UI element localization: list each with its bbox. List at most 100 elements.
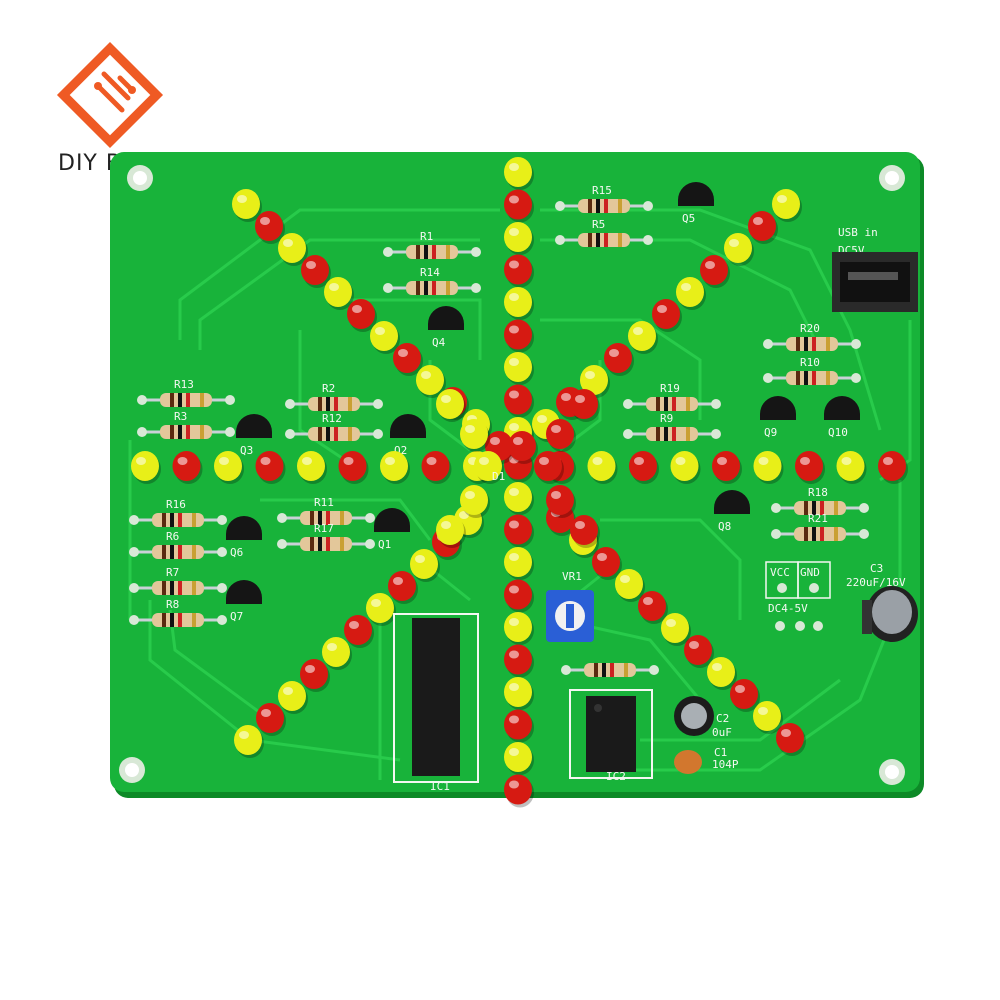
led — [504, 644, 534, 678]
resistor: R14 — [383, 266, 481, 295]
led — [772, 189, 802, 222]
resistor: R9 — [623, 412, 721, 441]
resistor-label: R13 — [174, 378, 194, 391]
led — [393, 343, 423, 376]
header-pins — [765, 561, 831, 631]
usb-connector — [832, 252, 918, 312]
resistor-label: R9 — [660, 412, 673, 425]
ic1-chip — [393, 613, 479, 783]
led — [380, 451, 410, 484]
resistor-label: R7 — [166, 566, 179, 579]
capacitor-c1 — [674, 750, 702, 774]
led — [836, 451, 867, 484]
usb-label: USB in — [838, 226, 878, 239]
resistor: R10 — [763, 356, 861, 385]
resistor-label: R5 — [592, 218, 605, 231]
led — [324, 277, 354, 310]
led — [347, 299, 377, 332]
gnd-label: GND — [800, 566, 820, 579]
ic2-label: IC2 — [606, 770, 626, 783]
led — [570, 389, 600, 422]
c1-value-label: 104P — [712, 758, 739, 771]
led — [508, 431, 538, 464]
resistor: R8 — [129, 598, 227, 627]
transistor-label: Q10 — [828, 426, 848, 439]
resistor: R20 — [763, 322, 861, 351]
transistor: Q5 — [678, 182, 714, 225]
mounting-holes — [119, 165, 905, 785]
led — [587, 451, 618, 484]
led — [421, 451, 452, 484]
ic2-chip — [569, 689, 653, 779]
resistor-label: R21 — [808, 512, 828, 525]
led — [504, 547, 534, 580]
led — [504, 352, 534, 385]
capacitor-c2 — [674, 696, 714, 736]
led — [504, 287, 534, 320]
transistor-label: Q6 — [230, 546, 243, 559]
resistor-label: R19 — [660, 382, 680, 395]
led — [676, 277, 706, 310]
resistor: R11 — [277, 496, 375, 525]
led — [534, 451, 564, 484]
led — [297, 451, 327, 484]
led — [214, 451, 244, 484]
led — [460, 419, 490, 452]
transistor-label: Q1 — [378, 538, 391, 551]
resistor: R7 — [129, 566, 227, 595]
transistor-label: Q4 — [432, 336, 446, 349]
led — [504, 384, 534, 418]
led — [322, 637, 352, 670]
transistor-label: Q8 — [718, 520, 731, 533]
resistor: R13 — [137, 378, 235, 407]
led — [628, 321, 658, 354]
led — [670, 451, 701, 484]
led — [730, 679, 760, 712]
led — [256, 703, 286, 736]
transistor: Q7 — [226, 580, 262, 623]
led — [604, 343, 634, 376]
led — [278, 681, 308, 714]
transistor: Q6 — [226, 516, 262, 559]
led — [301, 255, 331, 288]
transistor: Q9 — [760, 396, 796, 439]
led — [652, 299, 682, 332]
resistor-label: R1 — [420, 230, 433, 243]
resistor: R17 — [277, 522, 375, 551]
c3-label: C3 — [870, 562, 883, 575]
led — [410, 549, 440, 582]
resistor: R3 — [137, 410, 235, 439]
led — [724, 233, 754, 266]
led — [504, 254, 534, 288]
led — [255, 211, 285, 244]
led — [131, 451, 161, 484]
dc-range-label: DC4-5V — [768, 602, 808, 615]
transistor-label: Q7 — [230, 610, 243, 623]
transistor-label: Q3 — [240, 444, 253, 457]
led — [684, 635, 714, 668]
led — [638, 591, 668, 624]
d1-label: D1 — [492, 470, 505, 483]
led — [504, 579, 534, 613]
transistor: Q4 — [428, 306, 464, 349]
resistor: R19 — [623, 382, 721, 411]
resistor-label: R18 — [808, 486, 828, 499]
led — [546, 485, 576, 518]
led — [504, 222, 534, 255]
resistor-label: R2 — [322, 382, 335, 395]
led — [776, 723, 806, 756]
led — [388, 571, 418, 604]
led — [753, 451, 784, 484]
silkscreen-labels: USB in DC5V VCC GND DC4-5V C3 220uF/16V … — [430, 226, 906, 793]
resistor: R12 — [285, 412, 383, 441]
led — [629, 451, 659, 484]
transistor: Q8 — [714, 490, 750, 533]
resistor-label: R6 — [166, 530, 179, 543]
vr1-label: VR1 — [562, 570, 582, 583]
vcc-label: VCC — [770, 566, 790, 579]
resistor: R2 — [285, 382, 383, 411]
led — [234, 725, 264, 758]
c2-label: C2 — [716, 712, 729, 725]
c2-value-label: 0uF — [712, 726, 732, 739]
led — [460, 485, 490, 518]
